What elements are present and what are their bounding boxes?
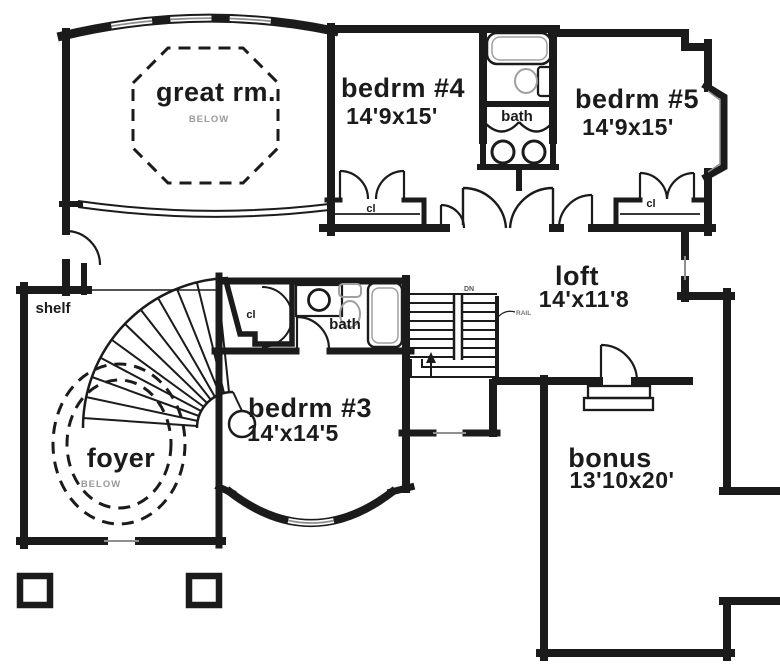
bedroom5-label: bedrm #5	[575, 84, 699, 114]
bonus-door	[599, 343, 639, 382]
bonus-right-upper-wall	[719, 288, 780, 495]
vanity-sink-right	[521, 139, 547, 165]
closet-double-doors	[638, 171, 696, 200]
toilet-bowl	[514, 68, 538, 94]
loft: loft 14'x11'8	[492, 226, 693, 412]
main-staircase: DN RAIL	[398, 275, 531, 437]
bedroom3-closet: cl	[222, 278, 295, 348]
loft-label: loft	[555, 261, 599, 291]
foyer-label: foyer	[87, 443, 156, 473]
closet-double-doors	[338, 169, 406, 200]
bedroom4-dims: 14'9x15'	[346, 103, 438, 129]
stairs-down-label: DN	[464, 286, 474, 293]
bedroom4-closet: cl	[319, 169, 450, 232]
closet-walls	[324, 197, 427, 231]
bedroom5-bay-window	[701, 81, 728, 182]
bonus-label: bonus	[568, 443, 652, 473]
loft-dims: 14'x11'8	[539, 286, 629, 312]
step-down-2	[582, 396, 655, 412]
french-door-right	[508, 186, 555, 229]
foyer-below-note: BELOW	[81, 479, 121, 490]
foyer: shelf foyer BELOW	[16, 272, 257, 549]
bedroom4-closet-label: cl	[366, 203, 375, 215]
bath2-toilet-bowl	[339, 300, 361, 328]
bedroom5-door	[557, 193, 594, 229]
vanity-sink-left	[490, 139, 516, 165]
vanity-counter-curves	[483, 121, 554, 133]
hall-bath-label: bath	[329, 316, 361, 333]
closet-outline	[222, 278, 295, 347]
balcony-rail	[77, 200, 330, 212]
rail-label: RAIL	[516, 310, 531, 317]
porch-column-left	[16, 572, 54, 609]
curved-staircase	[81, 276, 257, 439]
great-room-below-note: BELOW	[189, 114, 229, 125]
french-door-left	[461, 186, 508, 229]
bath2-sink	[307, 288, 331, 312]
porch-column-right	[185, 572, 223, 609]
bathtub-outer	[485, 31, 553, 66]
great-room: great rm. BELOW	[56, 13, 340, 236]
bedroom-5: bedrm #5 14'9x15' cl	[557, 84, 712, 232]
bedroom5-closet-label: cl	[646, 198, 655, 210]
closet-walls	[613, 197, 707, 231]
upper-bath-label: bath	[501, 108, 533, 125]
bonus-room: bonus 13'10x20'	[536, 288, 780, 661]
bedroom4-label: bedrm #4	[341, 73, 465, 103]
stair-treads	[409, 302, 496, 358]
step-down-1	[586, 384, 652, 400]
toilet-tank	[536, 65, 553, 98]
bedroom5-dims: 14'9x15'	[582, 114, 674, 140]
bedroom5-bay-glass	[707, 90, 721, 173]
toilet-symbol	[514, 65, 553, 98]
foyer-open-below-outer	[51, 362, 187, 526]
porch-columns	[16, 572, 223, 609]
stair-treads	[82, 278, 230, 427]
bath2-tub-inner	[371, 287, 399, 344]
bedroom5-closet: cl	[608, 171, 712, 232]
direction-arrow-head	[426, 352, 436, 363]
shelf-label: shelf	[35, 300, 71, 317]
rail-leader-line	[496, 310, 516, 319]
bonus-right-lower-wall	[719, 597, 780, 661]
stair-center-stringer	[452, 294, 464, 360]
bath2-door	[295, 315, 331, 350]
bedroom3-bow-window	[224, 486, 398, 527]
bath2-counter	[294, 283, 344, 318]
bath2-toilet-tank	[338, 283, 362, 298]
hall-bath: cl bath	[215, 275, 410, 493]
stair-turn-lines	[410, 359, 496, 378]
bedroom3-dims: 14'x14'5	[247, 420, 339, 446]
upper-bath: bath	[477, 25, 559, 191]
bonus-dims: 13'10x20'	[570, 467, 675, 493]
stair-newel	[227, 409, 257, 439]
bow-window-glass	[61, 17, 335, 37]
bedroom3-closet-label: cl	[246, 309, 255, 321]
bedroom-3: bedrm #3 14'x14'5	[211, 347, 416, 527]
closet-door-swings	[261, 286, 293, 348]
hall-door-swing	[65, 229, 102, 266]
bathtub-symbol	[485, 31, 553, 66]
bedroom3-label: bedrm #3	[248, 393, 372, 423]
foyer-open-below-inner	[65, 378, 173, 510]
bow-window-wall	[56, 13, 340, 42]
double-vanity-symbol	[477, 137, 559, 170]
corridor-double-doors	[461, 186, 555, 229]
great-room-label: great rm.	[156, 77, 276, 107]
bow-window-glass	[229, 491, 393, 524]
bathtub-inner	[491, 36, 548, 61]
bedroom5-top-wall	[548, 29, 712, 51]
balcony-rail-2	[77, 206, 330, 218]
bedroom-4: bedrm #4 14'9x15' cl	[319, 73, 466, 232]
stair-rail-end	[232, 391, 243, 412]
